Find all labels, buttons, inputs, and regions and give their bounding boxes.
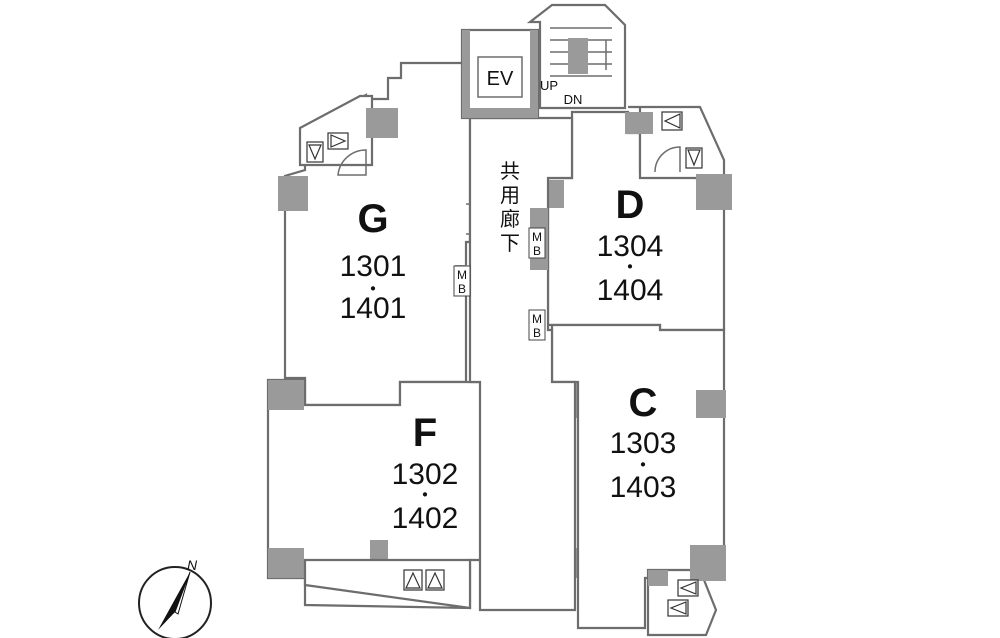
unit-c-number-1: 1303 — [610, 427, 677, 460]
unit-d-number-1: 1304 — [597, 230, 664, 263]
corridor-char-1: 共 — [500, 159, 520, 183]
unit-c-letter: C — [629, 381, 658, 425]
meter-box-c: M B — [528, 309, 546, 341]
ac-unit-f-2-mark — [427, 571, 443, 589]
staircase: UP DN — [526, 3, 627, 110]
ac-unit-g-2 — [327, 132, 349, 150]
stairs-down-label: DN — [564, 92, 583, 107]
unit-g-letter: G — [357, 197, 388, 241]
meter-box-g-m: M — [457, 268, 467, 282]
unit-f-number-2: 1402 — [392, 502, 459, 535]
north-compass: N — [138, 557, 212, 638]
ac-unit-d-2-mark — [687, 149, 701, 167]
meter-box-d: M B — [528, 227, 546, 259]
ac-unit-f-1 — [403, 569, 423, 591]
corridor-char-4: 下 — [500, 231, 520, 255]
corridor-char-2: 用 — [500, 183, 520, 207]
ac-unit-g-1-mark — [308, 144, 322, 161]
meter-box-c-m: M — [532, 312, 542, 326]
north-arrow-icon — [158, 572, 190, 630]
ac-unit-c-2 — [667, 599, 689, 617]
stairs-up-label: UP — [540, 78, 558, 93]
ac-unit-f-1-mark — [405, 571, 421, 589]
unit-d-letter: D — [616, 183, 645, 227]
unit-c-separator: ・ — [633, 455, 653, 477]
ac-unit-g-1 — [306, 141, 324, 163]
ac-unit-c-1 — [677, 579, 699, 597]
unit-c-label: C 1303 ・ 1403 — [610, 381, 677, 504]
meter-box-c-b: B — [533, 326, 541, 340]
meter-box-d-b: B — [533, 244, 541, 258]
unit-g-separator: ・ — [363, 279, 383, 301]
corridor-char-3: 廊 — [500, 207, 520, 231]
unit-g-label: G 1301 ・ 1401 — [340, 197, 407, 325]
elevator-label: EV — [487, 68, 514, 90]
ac-unit-g-2-mark — [330, 134, 347, 148]
ac-unit-f-2 — [425, 569, 445, 591]
meter-box-g-b: B — [458, 282, 466, 296]
ac-unit-c-2-mark — [669, 601, 687, 615]
meter-box-g: M B — [453, 265, 471, 297]
ac-units — [306, 111, 703, 617]
unit-d-label: D 1304 ・ 1404 — [597, 183, 664, 307]
unit-d-number-2: 1404 — [597, 274, 664, 307]
ac-unit-d-1 — [661, 111, 683, 131]
north-label: N — [187, 557, 198, 573]
ac-unit-d-1-mark — [663, 113, 681, 129]
unit-d-separator: ・ — [620, 257, 640, 279]
ac-unit-d-2 — [685, 147, 703, 169]
unit-c-number-2: 1403 — [610, 471, 677, 504]
ac-unit-c-1-mark — [679, 581, 697, 595]
meter-box-d-m: M — [532, 230, 542, 244]
elevator: EV — [460, 28, 540, 120]
unit-f-separator: ・ — [415, 485, 435, 507]
unit-f-label: F 1302 ・ 1402 — [392, 411, 459, 535]
unit-g-number-1: 1301 — [340, 250, 407, 283]
unit-g-number-2: 1401 — [340, 292, 407, 325]
corridor-label: 共 用 廊 下 — [500, 159, 520, 255]
unit-f-number-1: 1302 — [392, 458, 459, 491]
unit-f-letter: F — [413, 411, 437, 455]
